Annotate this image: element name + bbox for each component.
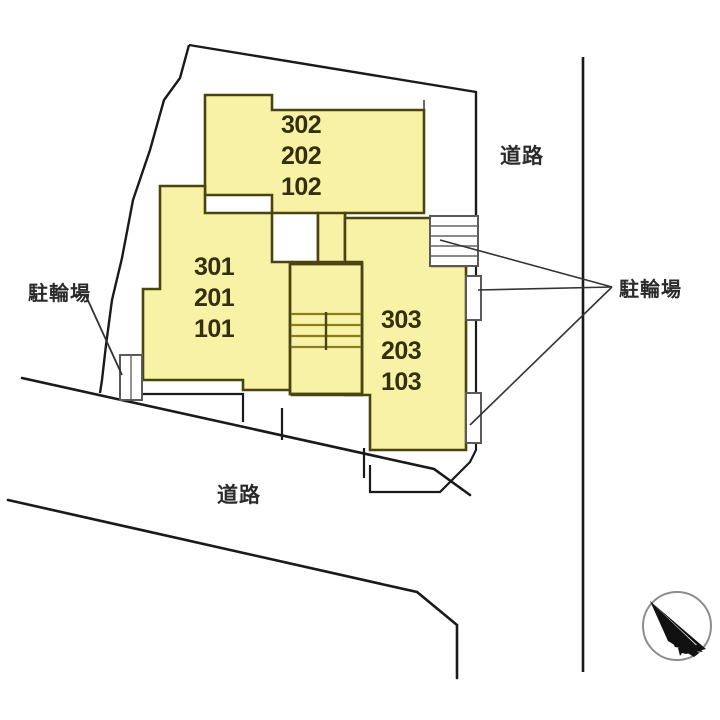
bicycle-parking-stall-east-upper xyxy=(465,275,482,321)
road-label-east: 道路 xyxy=(500,144,544,168)
bicycle-parking-label-east: 駐輪場 xyxy=(619,277,682,301)
bicycle-parking-label-west: 駐輪場 xyxy=(28,281,91,305)
leader-lines xyxy=(85,239,613,426)
stair-core xyxy=(288,262,364,396)
building-block-west xyxy=(141,184,294,392)
road-south-edges xyxy=(6,376,472,680)
north-arrow-icon xyxy=(642,591,712,661)
bicycle-parking-stall-east-lower xyxy=(465,392,482,444)
bicycle-parking-stall-west xyxy=(119,354,143,401)
road-label-south: 道路 xyxy=(217,483,261,507)
building-link-strip xyxy=(316,211,347,268)
bicycle-parking-rack-east xyxy=(429,215,479,267)
property-boundary xyxy=(98,43,478,394)
